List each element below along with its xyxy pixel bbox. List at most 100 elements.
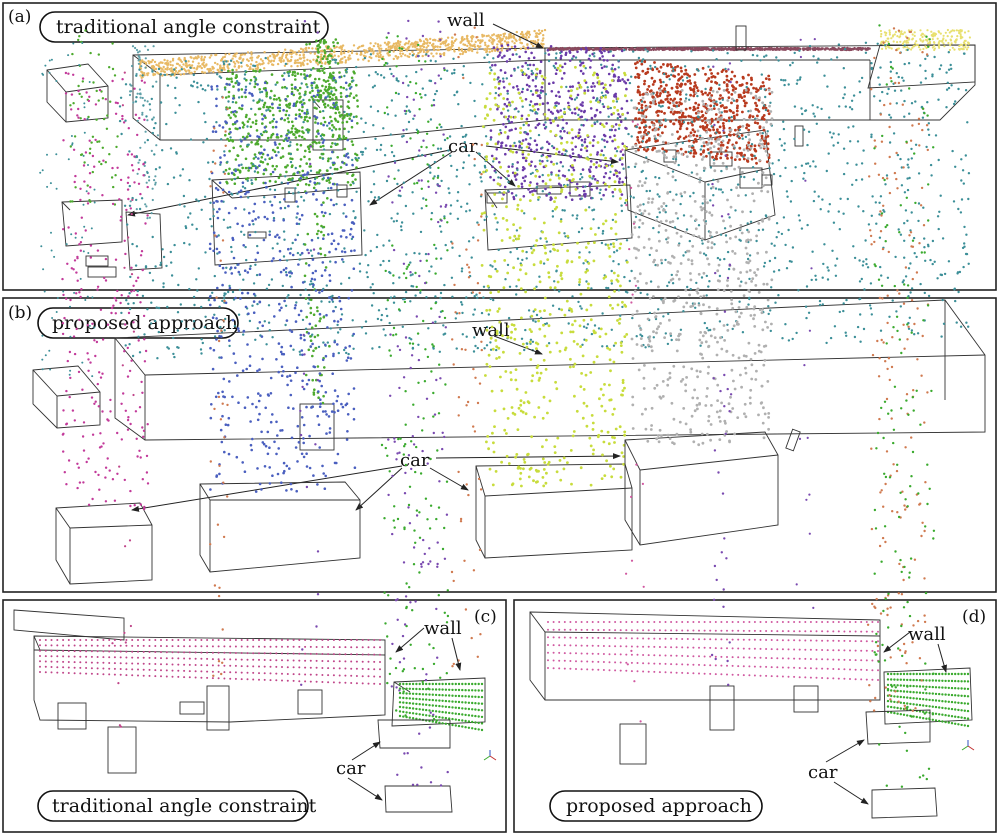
- d-car-box-1: [865, 709, 931, 745]
- panel-a-title-pill: [39, 11, 329, 43]
- b-wall-box: [114, 299, 986, 441]
- c-misc-points: [111, 20, 320, 728]
- d-wall-arrow-2: [937, 643, 947, 673]
- a-car-box-green-small-1: [284, 187, 296, 203]
- panel-a-border: [2, 2, 997, 291]
- panel-a-label: (a): [8, 7, 31, 27]
- a-tiny-box-top: [735, 25, 747, 51]
- c-wall-arrow-2: [451, 637, 462, 671]
- b-car-magenta-points: [61, 71, 150, 511]
- c-green-box: [391, 677, 486, 727]
- b-car-arrow-3: [429, 467, 469, 491]
- c-box-small-1: [57, 702, 87, 730]
- b-car-gray-points: [630, 88, 774, 447]
- panel-b-title-pill: [37, 307, 239, 339]
- d-car2-points: [873, 24, 936, 788]
- c-axis-icon: [483, 750, 497, 761]
- panel-b-label: (b): [8, 303, 32, 323]
- c-box-small-2: [107, 726, 137, 774]
- a-car-box-purple-small-1: [486, 192, 508, 204]
- panel-c-title: traditional angle constraint: [52, 795, 317, 817]
- a-car-red-points: [634, 59, 772, 165]
- c-car1-points: [380, 35, 450, 722]
- a-car-box-green: [211, 171, 363, 266]
- a-wall-arrow: [492, 23, 544, 49]
- c-green-points: [398, 26, 484, 732]
- a-wall-box-right: [544, 44, 976, 121]
- panel-b-title: proposed approach: [52, 312, 238, 334]
- c-car-box-2: [384, 785, 453, 813]
- b-car-arrow-2: [355, 467, 403, 511]
- a-car1-points: [69, 29, 159, 220]
- b-car-arrow-1: [131, 465, 403, 512]
- d-car1-points: [866, 27, 930, 712]
- panel-c-title-pill: [37, 790, 309, 822]
- c-car-box-1: [377, 719, 451, 749]
- a-car-box-1: [61, 199, 123, 247]
- a-wall-points-left: [138, 28, 547, 80]
- a-car-box-2: [125, 211, 163, 271]
- d-wall-label: wall: [908, 624, 946, 645]
- d-box-small-2: [709, 685, 735, 731]
- a-car-green-points: [223, 68, 360, 187]
- d-car-label: car: [808, 762, 838, 783]
- d-wall-points: [547, 621, 879, 681]
- b-car-label: car: [400, 450, 430, 471]
- a-car-box-red-small-3: [739, 167, 763, 189]
- b-car-box-gray: [624, 431, 779, 546]
- d-axis-icon: [961, 740, 975, 751]
- d-car-arrow-2: [833, 781, 869, 805]
- a-car-arrow-2: [369, 151, 453, 206]
- c-box-small-4: [206, 685, 230, 731]
- a-car-box-green-small-2: [336, 184, 348, 198]
- d-green-points: [886, 672, 970, 728]
- d-wall-box: [529, 611, 881, 701]
- c-wall-points: [39, 639, 381, 685]
- b-small-box-left: [32, 365, 101, 429]
- b-car-blue-points: [208, 74, 357, 493]
- panel-c-border: [2, 599, 507, 833]
- d-box-small-3: [793, 685, 819, 713]
- c-wall-arrow-1: [395, 627, 425, 653]
- b-wall-arrow: [493, 335, 543, 355]
- c-car2-points: [387, 19, 449, 787]
- a-column-points: [314, 38, 340, 110]
- d-car-box-2: [871, 787, 938, 819]
- a-small-box-left: [46, 63, 109, 123]
- b-car-arrow-4: [435, 453, 621, 460]
- c-car-label: car: [336, 758, 366, 779]
- a-car-box-purple-small-3: [569, 181, 591, 197]
- a-car-arrow-3: [475, 151, 516, 187]
- c-car-arrow-1: [351, 741, 381, 761]
- panel-d-title-pill: [549, 790, 763, 822]
- a-car-box-red-small-4: [761, 174, 773, 186]
- d-box-small-1: [619, 723, 647, 765]
- b-car-yellow-points: [480, 64, 629, 488]
- a-car-label: car: [448, 136, 478, 157]
- b-column-box: [299, 403, 335, 451]
- panel-a: (a) traditional angle constraint: [2, 2, 997, 291]
- panel-d-label: (d): [962, 607, 986, 627]
- a-car-box-green-small-3: [247, 231, 267, 239]
- panel-b: (b) proposed approach wall car: [2, 41, 997, 593]
- b-wall-points: [39, 41, 971, 378]
- c-box-top-left: [13, 609, 125, 641]
- c-box-small-3: [179, 701, 205, 715]
- b-tiny-box-right: [785, 428, 801, 452]
- panel-d: (d) proposed approach wall car: [513, 24, 997, 833]
- b-car-box-yellow: [475, 463, 633, 559]
- panel-c: (c) traditional angle constraint: [2, 19, 507, 833]
- a-tiny-box-right: [794, 125, 804, 147]
- b-car-box-blue: [199, 481, 361, 573]
- panel-a-title: traditional angle constraint: [56, 16, 321, 38]
- c-wall-label: wall: [424, 618, 462, 639]
- d-misc-points: [621, 38, 816, 723]
- a-car-box-small-1: [85, 255, 109, 267]
- b-car-box-magenta: [55, 502, 153, 585]
- panel-d-border: [513, 599, 997, 833]
- a-wall-box-end: [867, 44, 976, 89]
- c-box-small-5: [297, 689, 323, 715]
- panel-c-label: (c): [474, 607, 497, 627]
- a-car-arrow-4: [485, 145, 619, 165]
